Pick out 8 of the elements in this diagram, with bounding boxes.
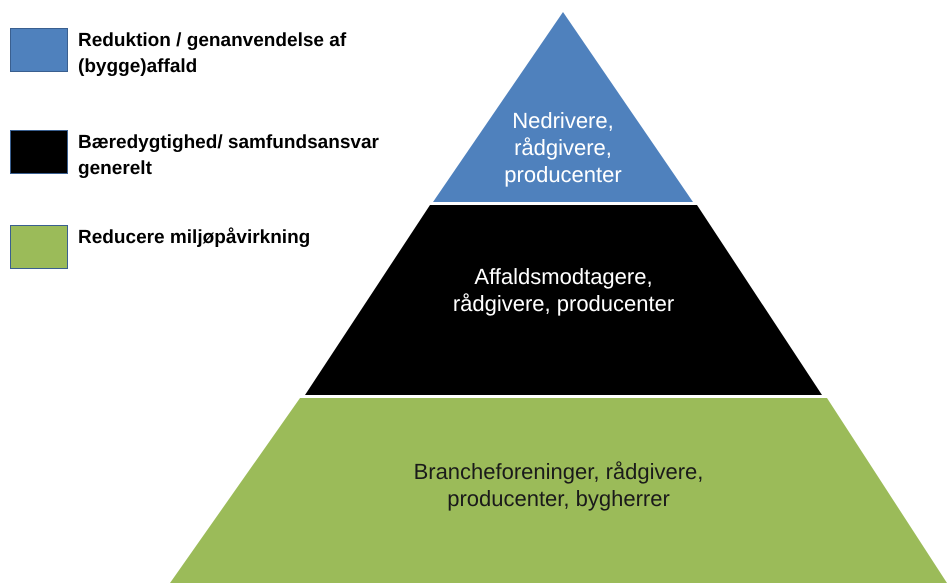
tier-label: Affaldsmodtagere, rådgivere, producenter: [452, 263, 676, 317]
tier-label: Brancheforeninger, rådgivere, producenter, bygherrer: [412, 458, 704, 512]
legend-text: Bæredygtighed/ samfundsansvar generelt: [78, 131, 380, 181]
pyramid-tier: [433, 12, 693, 202]
legend-text: Reduktion / genanvendelse af (bygge)affald: [78, 29, 348, 79]
tier-label: Nedrivere, rådgivere, producenter: [503, 107, 623, 188]
pyramid-tier: [170, 398, 947, 583]
legend-text: Reducere miljøpåvirkning: [78, 226, 312, 250]
